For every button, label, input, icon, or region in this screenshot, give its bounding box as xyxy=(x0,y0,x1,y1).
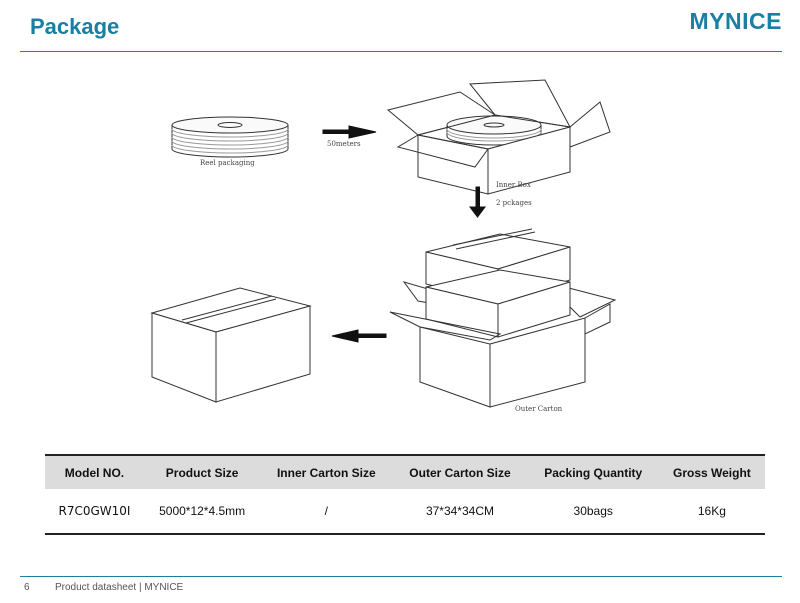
col-header-outer-carton-size: Outer Carton Size xyxy=(392,454,528,489)
outer-carton-illustration xyxy=(389,228,617,408)
sealed-carton-illustration xyxy=(150,287,312,403)
col-header-model: Model NO. xyxy=(45,454,144,489)
brand-logo: MYNICE xyxy=(689,8,782,34)
cell-outer-carton-size: 37*34*34CM xyxy=(392,489,528,535)
col-header-gross-weight: Gross Weight xyxy=(658,454,765,489)
packaging-diagram: Reel packaging 50meters Inner Box 2 pcka… xyxy=(140,72,640,422)
cell-gross-weight: 16Kg xyxy=(658,489,765,535)
cell-packing-quantity: 30bags xyxy=(527,489,659,535)
col-header-inner-carton-size: Inner Carton Size xyxy=(260,454,393,489)
spec-table-header-row: Model NO. Product Size Inner Carton Size… xyxy=(45,454,765,489)
cell-model: R7C0GW10I xyxy=(45,489,144,535)
header-divider xyxy=(20,51,782,52)
col-header-packing-quantity: Packing Quantity xyxy=(527,454,659,489)
reel-illustration xyxy=(171,116,289,158)
inner-box-illustration xyxy=(386,79,611,195)
packages-label: 2 pckages xyxy=(496,199,532,207)
col-header-product-size: Product Size xyxy=(143,454,261,489)
cell-product-size: 5000*12*4.5mm xyxy=(143,489,261,535)
outer-carton-label: Outer Carton xyxy=(515,405,563,413)
arrow-right xyxy=(322,125,377,139)
footer-divider xyxy=(20,576,782,577)
inner-box-label: Inner Box xyxy=(496,181,531,189)
footer-text: Product datasheet | MYNICE xyxy=(55,582,184,593)
cell-inner-carton-size: / xyxy=(260,489,393,535)
packaging-diagram-svg xyxy=(150,79,617,408)
arrow-down xyxy=(469,186,486,218)
meters-label: 50meters xyxy=(327,140,361,148)
spec-table: Model NO. Product Size Inner Carton Size… xyxy=(45,454,765,535)
arrow-left xyxy=(331,329,387,343)
reel-label: Reel packaging xyxy=(200,159,255,167)
page-number: 6 xyxy=(24,582,30,593)
page-title: Package xyxy=(30,14,120,39)
table-row: R7C0GW10I 5000*12*4.5mm / 37*34*34CM 30b… xyxy=(45,489,765,535)
